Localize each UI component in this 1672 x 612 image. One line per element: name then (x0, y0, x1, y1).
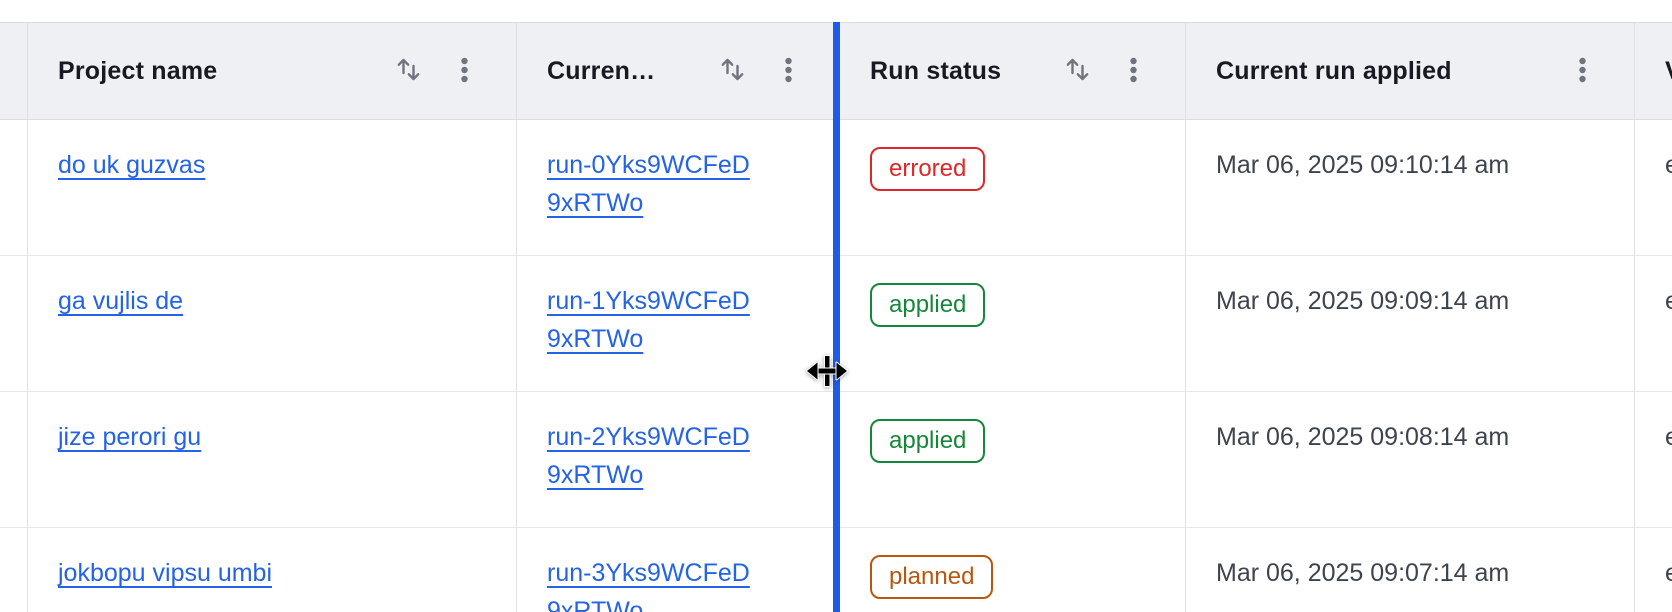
run-link[interactable]: run-1Yks9WCFeD9xRTWo (547, 287, 750, 353)
clipped-leading-cell (0, 528, 28, 612)
col-resize-cursor-icon (806, 351, 848, 396)
project-name-cell: jize perori gu (28, 392, 517, 527)
sort-button[interactable] (395, 55, 422, 87)
run-status-cell: errored (840, 120, 1186, 255)
current-run-cell: run-3Yks9WCFeD9xRTWo (517, 528, 840, 612)
clipped-cell-text: e (1665, 423, 1672, 451)
clipped-cell-text: e (1665, 559, 1672, 587)
project-link[interactable]: jize perori gu (58, 423, 202, 451)
column-label: Project name (58, 56, 218, 85)
top-gap (0, 0, 1672, 22)
column-menu-button[interactable] (784, 56, 793, 87)
sort-button[interactable] (719, 55, 746, 87)
clipped-trailing-cell: e (1635, 528, 1672, 612)
column-resize-indicator[interactable] (833, 22, 840, 612)
column-header-current_run_applied: Current run applied (1186, 23, 1635, 119)
project-link[interactable]: jokbopu vipsu umbi (58, 559, 273, 587)
run-status-cell: applied (840, 392, 1186, 527)
column-label: Run status (870, 56, 1002, 85)
run-link[interactable]: run-2Yks9WCFeD9xRTWo (547, 423, 750, 489)
clipped-leading-cell (0, 256, 28, 391)
clipped-leading-cell (0, 120, 28, 255)
current-run-cell: run-0Yks9WCFeD9xRTWo (517, 120, 840, 255)
run-link[interactable]: run-0Yks9WCFeD9xRTWo (547, 151, 750, 217)
project-link[interactable]: do uk guzvas (58, 151, 206, 179)
current-run-applied-cell: Mar 06, 2025 09:08:14 am (1186, 392, 1635, 527)
status-badge: errored (870, 147, 986, 191)
column-menu-button[interactable] (1578, 56, 1587, 87)
clipped-leading-cell (0, 392, 28, 527)
column-header-project_name: Project name (28, 23, 517, 119)
applied-timestamp: Mar 06, 2025 09:07:14 am (1216, 559, 1510, 587)
sort-button[interactable] (1064, 55, 1091, 87)
kebab-icon (1578, 56, 1587, 87)
run-status-cell: applied (840, 256, 1186, 391)
clipped-trailing-cell: e (1635, 256, 1672, 391)
current-run-applied-cell: Mar 06, 2025 09:07:14 am (1186, 528, 1635, 612)
column-header-current_run: Curren… (517, 23, 840, 119)
applied-timestamp: Mar 06, 2025 09:10:14 am (1216, 151, 1510, 179)
sort-arrows-icon (719, 55, 746, 87)
column-header-clipped: V (1635, 23, 1672, 119)
clipped-cell-text: e (1665, 151, 1672, 179)
applied-timestamp: Mar 06, 2025 09:08:14 am (1216, 423, 1510, 451)
project-name-cell: ga vujlis de (28, 256, 517, 391)
run-link[interactable]: run-3Yks9WCFeD9xRTWo (547, 559, 750, 612)
column-header-run_status: Run status (840, 23, 1186, 119)
project-name-cell: jokbopu vipsu umbi (28, 528, 517, 612)
current-run-cell: run-1Yks9WCFeD9xRTWo (517, 256, 840, 391)
clipped-cell-text: e (1665, 287, 1672, 315)
clipped-trailing-cell: e (1635, 120, 1672, 255)
current-run-applied-cell: Mar 06, 2025 09:10:14 am (1186, 120, 1635, 255)
column-label: Current run applied (1216, 56, 1452, 85)
kebab-icon (460, 56, 469, 87)
kebab-icon (1129, 56, 1138, 87)
run-status-cell: planned (840, 528, 1186, 612)
sort-arrows-icon (395, 55, 422, 87)
status-badge: planned (870, 555, 994, 599)
status-badge: applied (870, 283, 986, 327)
clipped-leading-header-cell (0, 23, 28, 119)
column-label: V (1665, 57, 1672, 86)
column-label: Curren… (547, 56, 656, 85)
column-menu-button[interactable] (1129, 56, 1138, 87)
current-run-cell: run-2Yks9WCFeD9xRTWo (517, 392, 840, 527)
status-badge: applied (870, 419, 986, 463)
project-name-cell: do uk guzvas (28, 120, 517, 255)
applied-timestamp: Mar 06, 2025 09:09:14 am (1216, 287, 1510, 315)
column-menu-button[interactable] (460, 56, 469, 87)
sort-arrows-icon (1064, 55, 1091, 87)
project-link[interactable]: ga vujlis de (58, 287, 184, 315)
kebab-icon (784, 56, 793, 87)
current-run-applied-cell: Mar 06, 2025 09:09:14 am (1186, 256, 1635, 391)
clipped-trailing-cell: e (1635, 392, 1672, 527)
